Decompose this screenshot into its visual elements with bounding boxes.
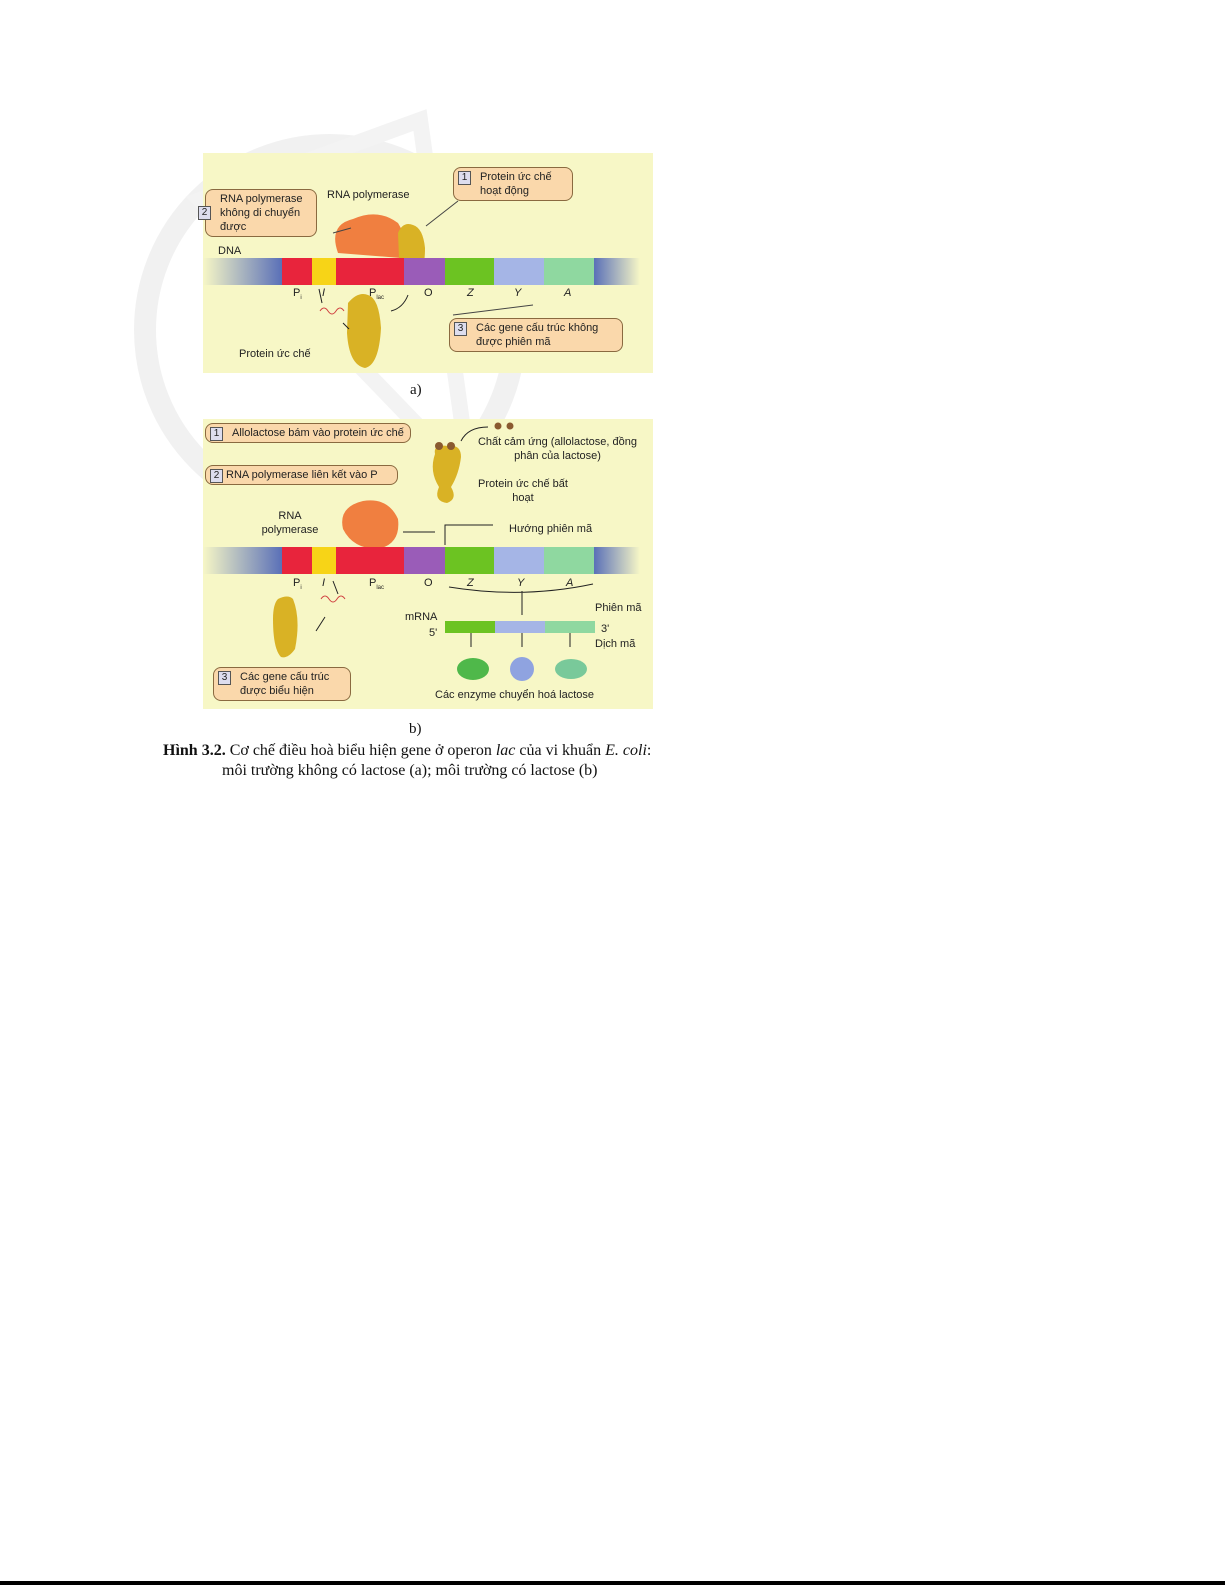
allolactose-bound xyxy=(435,442,443,450)
five-prime-label: 5' xyxy=(429,627,438,639)
step-number: 3 xyxy=(218,671,231,685)
step-number: 2 xyxy=(210,469,223,483)
dna-strand xyxy=(203,258,640,285)
gene-pi xyxy=(282,258,312,285)
allolactose-free xyxy=(506,422,514,430)
enzyme-a xyxy=(555,659,587,679)
rna-polymerase-shape xyxy=(335,214,404,258)
callout-polymerase-blocked: 2 RNA polymerase không di chuyển được xyxy=(198,189,317,237)
mrna-squiggle xyxy=(319,307,345,315)
label-a: A xyxy=(566,577,574,589)
label-a: A xyxy=(564,287,572,299)
dna-strand xyxy=(203,547,640,574)
gene-z xyxy=(445,258,494,285)
mrna-a xyxy=(545,621,595,633)
step-number: 3 xyxy=(454,322,467,336)
label-y: Y xyxy=(517,577,525,589)
inducer-label: Chất cảm ứng (allolactose, đồng phân của… xyxy=(477,436,637,462)
enzyme-y xyxy=(510,657,534,681)
callout-text: Các gene cấu trúc không được phiên mã xyxy=(476,322,599,348)
panel-a-label: a) xyxy=(410,382,422,398)
gene-plac xyxy=(336,547,404,574)
callout-text: Allolactose bám vào protein ức chế xyxy=(232,427,404,439)
figure-caption-line1: Hình 3.2. Cơ chế điều hoà biểu hiện gene… xyxy=(163,742,652,759)
inactive-repressor-label: Protein ức chế bất hoạt xyxy=(478,478,568,504)
step-number: 1 xyxy=(458,171,471,185)
callout-text: Các gene cấu trúc được biểu hiện xyxy=(240,671,330,697)
gene-plac xyxy=(336,258,404,285)
page-bottom-border xyxy=(0,1581,1225,1585)
rna-polymerase-label: RNA polymerase xyxy=(261,510,319,536)
mrna-label: mRNA xyxy=(405,611,438,623)
label-o: O xyxy=(424,577,433,589)
enzymes-label: Các enzyme chuyển hoá lactose xyxy=(435,689,594,701)
label-pi: Pi xyxy=(293,287,302,302)
three-prime-label: 3' xyxy=(601,623,610,635)
pointer-lines xyxy=(332,200,534,316)
callout-text: RNA polymerase không di chuyển được xyxy=(220,193,303,233)
mrna-z xyxy=(445,621,495,633)
callout-genes-not-transcribed: 3 Các gene cấu trúc không được phiên mã xyxy=(449,318,623,352)
rna-polymerase-shape xyxy=(342,500,399,549)
allolactose-bound xyxy=(447,442,455,450)
arrows xyxy=(315,580,594,647)
mrna-y xyxy=(495,621,545,633)
label-y: Y xyxy=(514,287,522,299)
callout-repressor-active: 1 Protein ức chế hoạt động xyxy=(453,167,573,201)
panel-b-shapes xyxy=(273,422,595,681)
gene-a xyxy=(544,258,594,285)
repressor-label: Protein ức chế xyxy=(239,348,311,360)
dna-label: DNA xyxy=(218,245,242,257)
allolactose-free xyxy=(494,422,502,430)
panel-a: 1 Protein ức chế hoạt động 2 RNA polymeras… xyxy=(198,153,653,373)
gene-y xyxy=(494,547,544,574)
gene-i xyxy=(312,547,336,574)
gene-y xyxy=(494,258,544,285)
label-z: Z xyxy=(467,287,474,299)
step-number: 1 xyxy=(210,427,223,441)
arrows xyxy=(318,288,409,330)
gene-pi xyxy=(282,547,312,574)
label-z: Z xyxy=(467,577,474,589)
transcription-direction-label: Hướng phiên mã xyxy=(509,523,593,535)
label-plac: Plac xyxy=(369,577,385,592)
callout-text: RNA polymerase liên kết vào P xyxy=(226,469,378,481)
inducer-arrow xyxy=(460,426,489,442)
label-pi: Pi xyxy=(293,577,302,592)
callout-genes-expressed: 3 Các gene cấu trúc được biểu hiện xyxy=(213,667,351,701)
callout-allolactose-binds: 1 Allolactose bám vào protein ức chế xyxy=(205,423,411,443)
enzyme-z xyxy=(457,658,489,680)
step-number: 2 xyxy=(198,206,211,220)
gene-o xyxy=(404,258,445,285)
mrna-squiggle xyxy=(320,595,346,603)
label-i: I xyxy=(322,577,326,589)
translation-label: Dịch mã xyxy=(595,638,636,650)
repressor-free-shape xyxy=(273,596,298,658)
panel-b-label: b) xyxy=(409,721,422,737)
rna-polymerase-label: RNA polymerase xyxy=(327,189,410,201)
gene-a xyxy=(544,547,594,574)
figure-caption-line2: môi trường không có lactose (a); môi trư… xyxy=(222,762,598,779)
repressor-inactive-shape xyxy=(432,445,461,503)
label-i: I xyxy=(322,287,326,299)
direction-arrows xyxy=(403,524,493,545)
repressor-free-shape xyxy=(347,294,381,368)
gene-o xyxy=(404,547,445,574)
callout-text: Protein ức chế hoạt động xyxy=(480,171,552,197)
transcription-label: Phiên mã xyxy=(595,602,642,614)
label-o: O xyxy=(424,287,433,299)
gene-z xyxy=(445,547,494,574)
gene-i xyxy=(312,258,336,285)
label-plac: Plac xyxy=(369,287,385,302)
